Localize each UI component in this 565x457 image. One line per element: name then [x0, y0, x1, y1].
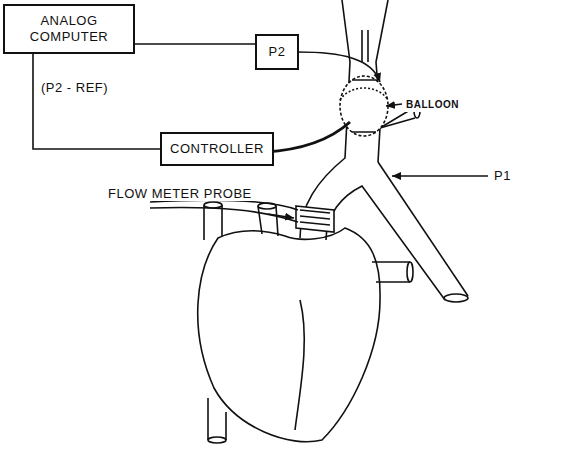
box-label: P2 — [269, 44, 286, 60]
block-box: CONTROLLER — [160, 132, 274, 166]
box-label: ANALOG COMPUTER — [13, 13, 125, 45]
block-box: ANALOG COMPUTER — [3, 4, 135, 54]
box-label: CONTROLLER — [170, 141, 264, 157]
part-label: P1 — [492, 168, 513, 183]
edge-label: (P2 - REF) — [39, 80, 110, 95]
signal-wire — [33, 54, 160, 149]
signal-wire — [135, 43, 255, 45]
part-label: BALLOON — [404, 97, 461, 112]
part-label: FLOW METER PROBE — [106, 186, 254, 201]
heart-drawing — [150, 0, 488, 443]
block-box: P2 — [255, 34, 299, 70]
